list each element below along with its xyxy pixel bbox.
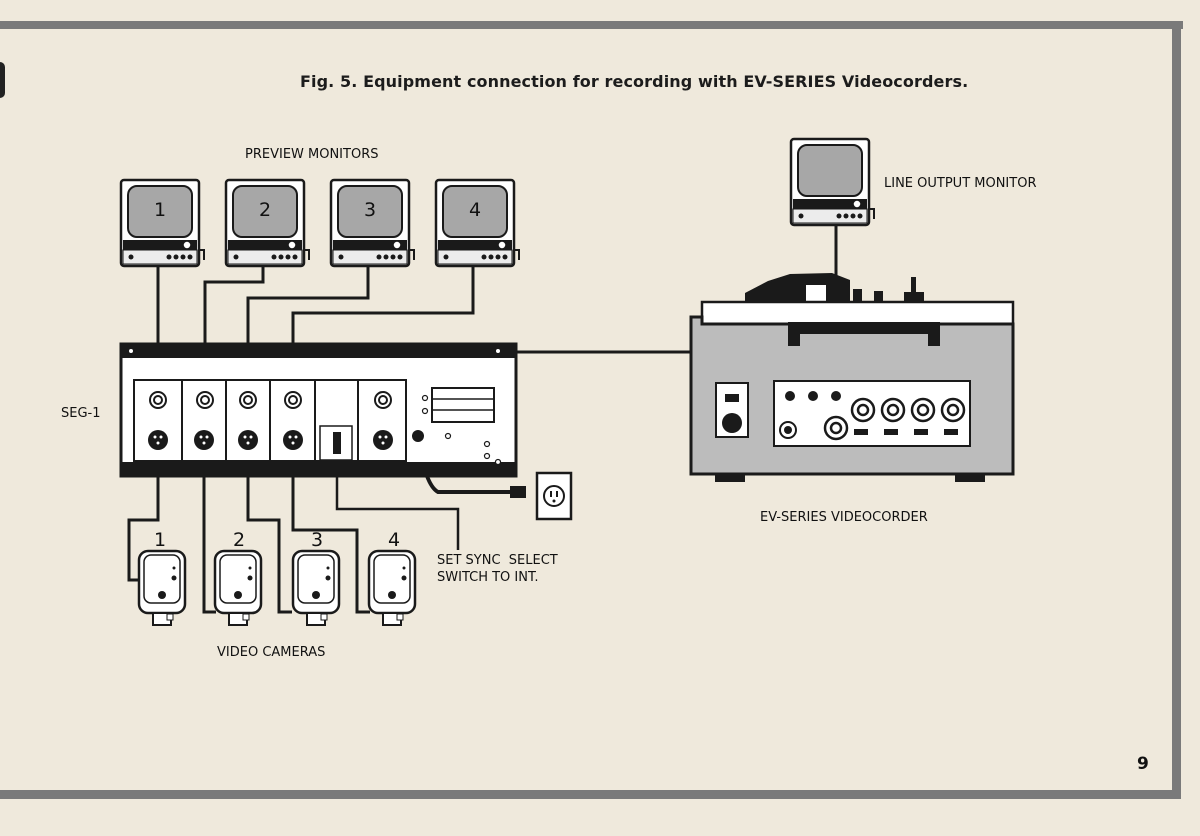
camera-number-3: 3: [311, 529, 323, 551]
camera-number-2: 2: [233, 529, 245, 551]
wall-outlet: [510, 471, 573, 521]
camera-number-4: 4: [388, 529, 400, 551]
video-camera-2: [213, 549, 263, 627]
cable-camera-1: [127, 444, 160, 582]
page-frame-top: [0, 21, 1183, 29]
label-video-cameras: VIDEO CAMERAS: [217, 645, 326, 660]
monitor-number-3: 3: [364, 199, 376, 221]
label-sync-select-1: SET SYNC SELECT: [437, 553, 558, 568]
sync-pointer-line: [335, 460, 460, 550]
page-frame-bottom: [0, 790, 1181, 799]
label-preview-monitors: PREVIEW MONITORS: [245, 147, 379, 162]
preview-monitor-1: [119, 178, 206, 268]
page-number: 9: [1137, 754, 1149, 774]
video-camera-1: [137, 549, 187, 627]
label-line-output-monitor: LINE OUTPUT MONITOR: [884, 176, 1037, 191]
label-seg1: SEG-1: [61, 406, 101, 421]
ev-series-videocorder: [689, 273, 1015, 482]
page-frame-right: [1172, 21, 1181, 799]
preview-monitor-4: [434, 178, 521, 268]
line-output-monitor: [789, 137, 876, 227]
preview-monitor-2: [224, 178, 311, 268]
monitor-number-1: 1: [154, 199, 166, 221]
cables: [127, 224, 838, 614]
monitor-number-2: 2: [259, 199, 271, 221]
monitor-number-4: 4: [469, 199, 481, 221]
cable-camera-4: [291, 444, 370, 614]
preview-monitor-3: [329, 178, 416, 268]
video-camera-3: [291, 549, 341, 627]
cable-camera-3: [246, 444, 292, 614]
camera-number-1: 1: [154, 529, 166, 551]
label-sync-select-2: SWITCH TO INT.: [437, 570, 539, 585]
video-camera-4: [367, 549, 417, 627]
binding-notch: [0, 62, 5, 98]
seg1-unit: [119, 342, 518, 478]
cable-monitor-2: [203, 263, 265, 395]
label-videocorder: EV-SERIES VIDEOCORDER: [760, 510, 928, 525]
cable-camera-2: [202, 444, 216, 614]
figure-caption: Fig. 5. Equipment connection for recordi…: [300, 72, 969, 91]
